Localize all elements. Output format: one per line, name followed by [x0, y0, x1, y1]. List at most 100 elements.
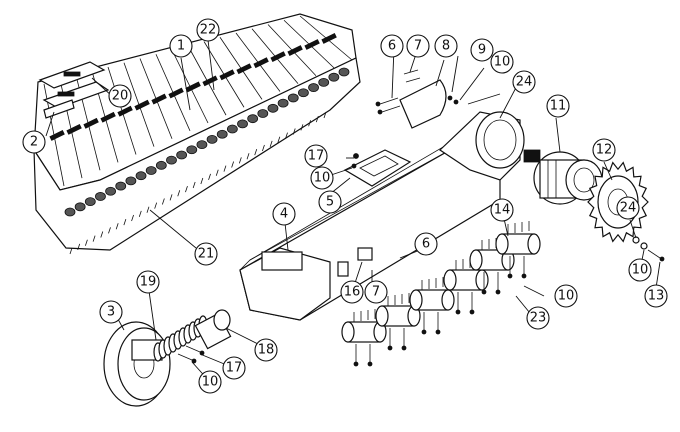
grouser-bolt — [100, 111, 116, 123]
svg-text:18: 18 — [258, 343, 275, 358]
motor-port — [523, 149, 541, 163]
shoe-bolt — [63, 71, 81, 77]
chain-link — [95, 192, 106, 201]
track-tooth — [69, 247, 73, 255]
track-roller — [443, 257, 489, 315]
shield-8 — [399, 79, 447, 129]
svg-text:9: 9 — [478, 43, 486, 58]
chain-link — [216, 129, 228, 139]
svg-text:19: 19 — [140, 275, 157, 290]
grouser-bolt — [168, 87, 184, 99]
track-rollers — [341, 221, 541, 367]
track-bottom-teeth — [69, 111, 327, 255]
track-tooth — [262, 144, 265, 152]
roller-flange — [375, 305, 389, 327]
roller-bolt-head — [435, 329, 441, 335]
track-tooth — [223, 165, 227, 172]
cover-plate — [343, 149, 412, 187]
grouser-bolt — [270, 51, 286, 63]
track-side — [33, 57, 361, 251]
roller-flange — [475, 269, 489, 291]
roller-bolt-head — [455, 309, 461, 315]
chain-link — [247, 114, 259, 124]
grouser-bolt — [304, 39, 320, 50]
track-tooth — [146, 206, 150, 213]
track-roller — [341, 309, 387, 367]
callout-17-cover: 17 — [304, 144, 328, 168]
roller-bolt-head — [469, 309, 475, 315]
roller-flange — [443, 269, 457, 291]
track-tooth — [131, 214, 134, 222]
track-grousers — [43, 15, 353, 187]
callout-6-top: 6 — [380, 34, 404, 58]
idler-wheel-3 — [103, 321, 171, 407]
track-pad-2 — [43, 99, 75, 119]
grouser-bolt — [321, 33, 337, 44]
roller-bolt-head — [495, 289, 501, 295]
chain-link — [176, 150, 188, 160]
callout-19: 19 — [136, 270, 160, 294]
shield-plate — [399, 79, 447, 129]
svg-text:10: 10 — [494, 55, 511, 70]
cylinder-end — [213, 309, 231, 331]
svg-text:22: 22 — [200, 23, 217, 38]
track-tooth — [123, 219, 127, 226]
chain-link — [186, 145, 198, 155]
chain-link — [237, 119, 248, 129]
svg-text:23: 23 — [530, 311, 547, 326]
chain-link — [125, 176, 137, 186]
track-tooth — [200, 177, 204, 185]
svg-text:6: 6 — [388, 39, 396, 54]
track-shoe-20b — [42, 81, 110, 109]
track-tooth — [231, 161, 235, 168]
callout-16: 16 — [340, 280, 364, 304]
roller-flange — [469, 249, 483, 271]
track-assembly — [33, 13, 361, 255]
track-tooth — [169, 194, 173, 201]
chain-link — [287, 93, 299, 103]
svg-text:13: 13 — [648, 289, 665, 304]
grouser-bolt — [117, 105, 133, 117]
svg-text:11: 11 — [550, 99, 567, 114]
svg-text:12: 12 — [596, 143, 613, 158]
callout-8: 8 — [434, 34, 458, 58]
track-tooth — [154, 202, 158, 209]
svg-text:17: 17 — [308, 149, 325, 164]
svg-text:4: 4 — [280, 207, 288, 222]
track-tooth — [208, 173, 211, 180]
idler-face — [117, 327, 171, 401]
track-tooth — [269, 140, 273, 147]
chain-link — [196, 140, 208, 149]
chain-link — [328, 72, 340, 82]
grouser-bolt — [134, 99, 150, 111]
track-tooth — [138, 210, 142, 218]
svg-text:3: 3 — [107, 305, 115, 320]
callout-22: 22 — [196, 18, 220, 42]
track-tooth — [323, 111, 327, 119]
callout-7-frame: 7 — [364, 280, 388, 304]
track-tooth — [77, 243, 81, 251]
svg-text:10: 10 — [558, 289, 575, 304]
tension-cylinder-18 — [194, 309, 232, 350]
cover-bolts — [351, 153, 359, 169]
svg-text:17: 17 — [226, 361, 243, 376]
track-tooth — [246, 153, 250, 160]
chain-link — [145, 166, 157, 175]
grouser-bolt — [287, 45, 303, 56]
grouser-bolt — [49, 130, 65, 141]
roller-bolt-head — [421, 329, 427, 335]
track-shoe-parts — [38, 61, 110, 119]
chain-link — [64, 207, 76, 217]
track-roller — [375, 293, 421, 351]
track-tooth — [185, 186, 188, 193]
callout-10-sprocket: 10 — [628, 258, 652, 282]
callout-5: 5 — [318, 190, 342, 214]
chain-link — [277, 98, 289, 108]
roller-flange — [527, 233, 541, 255]
svg-text:2: 2 — [30, 135, 38, 150]
svg-text:7: 7 — [414, 39, 422, 54]
chain-link — [206, 135, 218, 144]
callout-21: 21 — [194, 242, 218, 266]
track-tooth — [85, 239, 88, 246]
